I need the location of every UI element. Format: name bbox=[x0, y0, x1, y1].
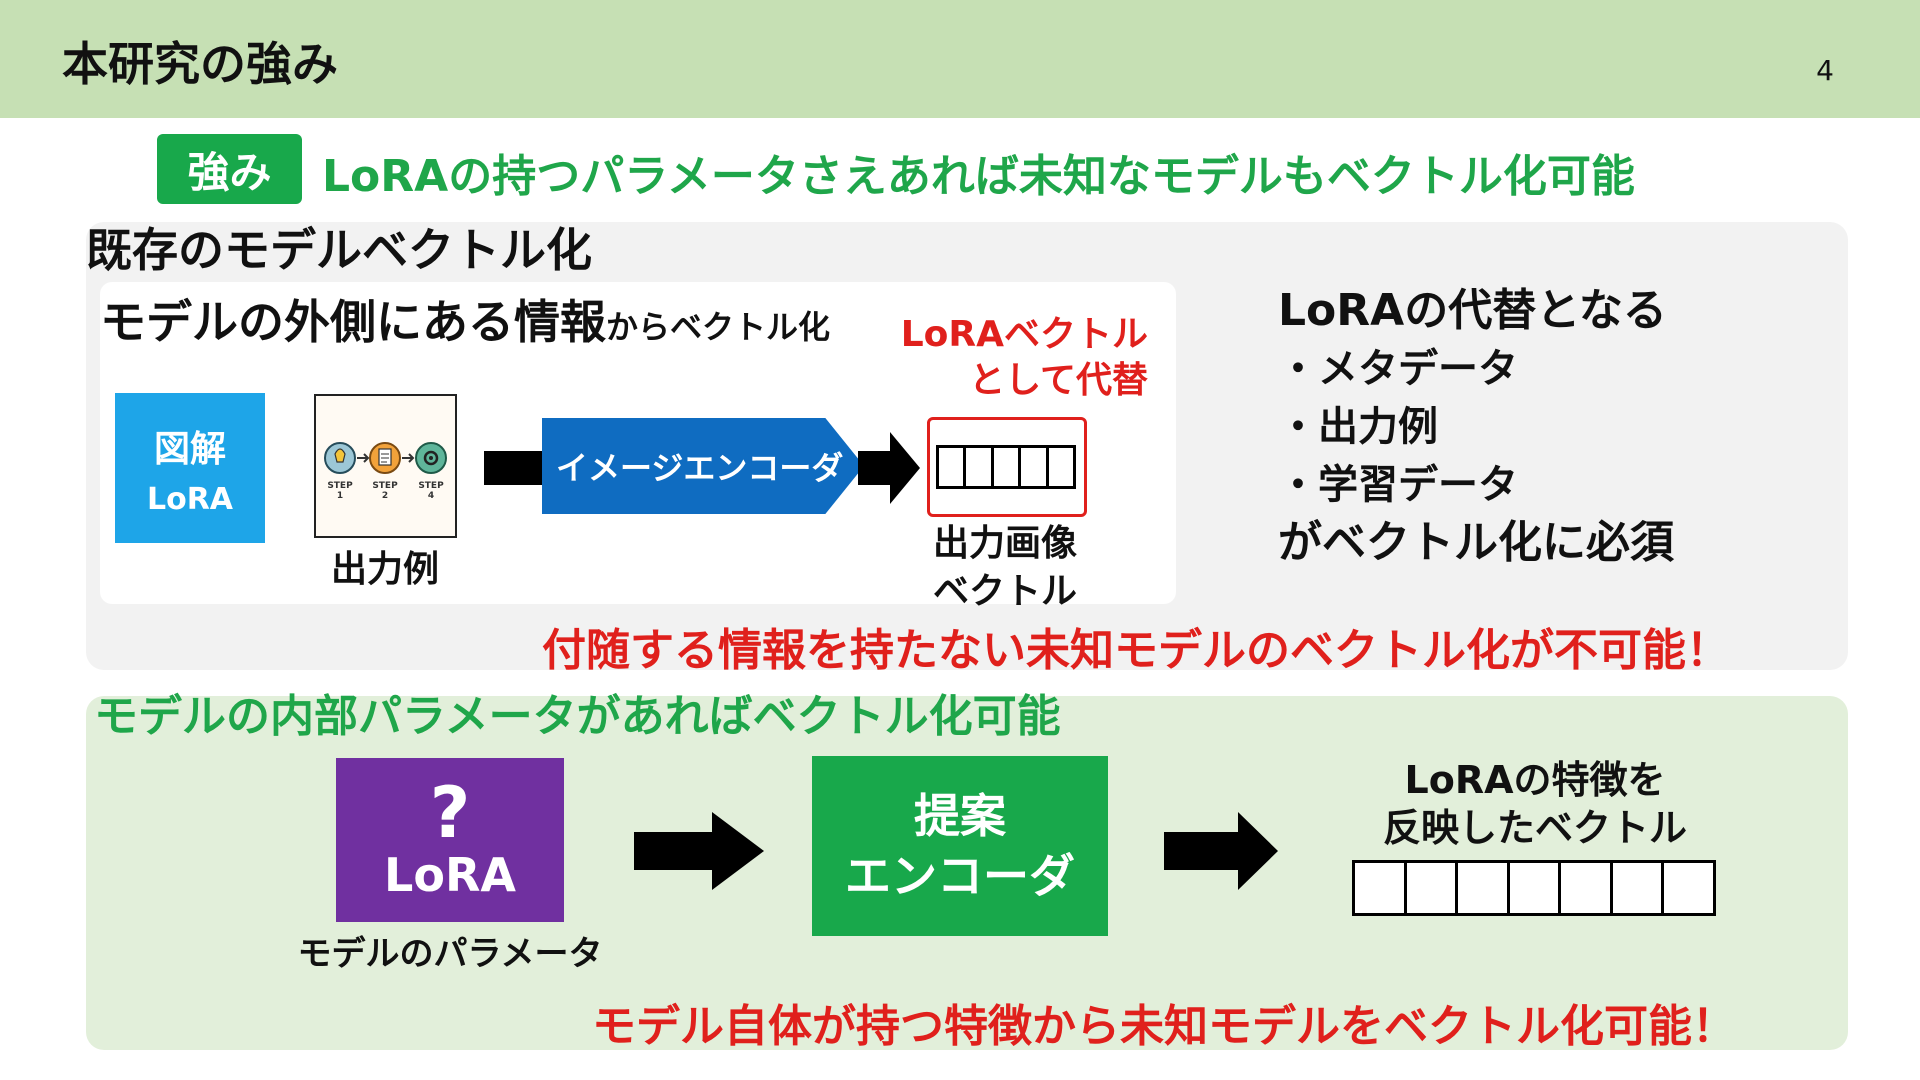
image-encoder-label: イメージエンコーダ bbox=[556, 449, 844, 487]
existing-diagram-title-suffix: からベクトル化 bbox=[606, 308, 831, 346]
right-arrow-icon bbox=[402, 453, 415, 463]
requirement-item: ・メタデータ bbox=[1278, 346, 1518, 392]
lora-substitute-line2: として代替 bbox=[969, 360, 1148, 401]
right-arrow-icon bbox=[357, 453, 370, 463]
output-vector-line2: ベクトル bbox=[932, 571, 1077, 612]
vector-cell bbox=[1352, 860, 1407, 916]
vector-cell bbox=[1609, 860, 1665, 916]
existing-diagram-title-main: モデルの外側にある情報 bbox=[100, 295, 606, 349]
step-number: 2 bbox=[382, 491, 388, 501]
vector-cell bbox=[1045, 445, 1077, 489]
lora-substitute-label: LoRAベクトル として代替 bbox=[888, 312, 1148, 404]
proposed-encoder-line2: エンコーダ bbox=[845, 849, 1075, 903]
requirement-item: ・出力例 bbox=[1278, 404, 1438, 450]
feature-vector-label: LoRAの特徴を 反映したベクトル bbox=[1340, 756, 1730, 852]
feature-vector-line2: 反映したベクトル bbox=[1382, 806, 1687, 850]
existing-diagram-title: モデルの外側にある情報からベクトル化 bbox=[100, 286, 830, 352]
feature-vector-line1: LoRAの特徴を bbox=[1404, 758, 1666, 802]
vector-cell bbox=[1455, 860, 1510, 916]
image-encoder-arrow: イメージエンコーダ bbox=[542, 418, 864, 514]
step-sequence-illustration: STEP 1 STEP 2 STEP 4 bbox=[324, 442, 447, 501]
vector-cell bbox=[990, 445, 1022, 489]
output-image-vector bbox=[936, 445, 1077, 489]
vector-cell bbox=[1661, 860, 1717, 916]
existing-warning: 付随する情報を持たない未知モデルのベクトル化が不可能！ bbox=[542, 625, 1730, 676]
diagram-lora-box-line1: 図解 bbox=[153, 428, 226, 470]
arrow-connector bbox=[634, 832, 716, 870]
step-label: STEP bbox=[372, 481, 398, 491]
proposal-conclusion: モデル自体が持つ特徴から未知モデルをベクトル化可能！ bbox=[592, 1001, 1736, 1052]
requirements-heading: LoRAの代替となる bbox=[1278, 285, 1667, 336]
requirements-list: LoRAの代替となる ・メタデータ ・出力例 ・学習データ がベクトル化に必須 bbox=[1278, 282, 1674, 572]
page-number: 4 bbox=[1816, 54, 1834, 87]
vector-cell bbox=[1018, 445, 1049, 489]
model-parameter-label: モデルのパラメータ bbox=[297, 934, 603, 974]
unknown-lora-box: ? LoRA bbox=[336, 758, 564, 922]
strength-badge: 強み bbox=[157, 134, 302, 204]
arrow-connector bbox=[1164, 832, 1242, 870]
output-vector-label: 出力画像 ベクトル bbox=[910, 520, 1100, 616]
arrow-connector bbox=[484, 451, 550, 485]
requirement-item: ・学習データ bbox=[1278, 462, 1518, 508]
vector-cell bbox=[1558, 860, 1613, 916]
proposed-encoder-line1: 提案 bbox=[914, 789, 1006, 843]
slide-title: 本研究の強み bbox=[62, 37, 338, 91]
question-mark-icon: ? bbox=[429, 772, 471, 854]
arrow-connector bbox=[858, 451, 894, 485]
lora-feature-vector bbox=[1352, 860, 1717, 916]
vector-cell bbox=[963, 445, 994, 489]
lora-substitute-line1: LoRAベクトル bbox=[900, 314, 1148, 355]
proposal-title: モデルの内部パラメータがあればベクトル化可能 bbox=[94, 691, 1061, 742]
vector-cell bbox=[1506, 860, 1562, 916]
requirements-footer: がベクトル化に必須 bbox=[1278, 517, 1674, 568]
step-label: STEP bbox=[327, 481, 353, 491]
output-vector-line1: 出力画像 bbox=[932, 523, 1077, 564]
output-example-label: 出力例 bbox=[330, 549, 439, 590]
step-label: STEP bbox=[418, 481, 444, 491]
diagram-lora-box: 図解 LoRA bbox=[115, 393, 265, 543]
strength-statement: LoRAの持つパラメータさえあれば未知なモデルもベクトル化可能 bbox=[322, 151, 1635, 202]
header-bar bbox=[0, 0, 1920, 118]
vector-cell bbox=[1403, 860, 1459, 916]
step-number: 4 bbox=[428, 491, 434, 501]
output-example-image: STEP 1 STEP 2 STEP 4 bbox=[314, 394, 457, 538]
diagram-lora-box-line2: LoRA bbox=[146, 481, 234, 517]
existing-method-title: 既存のモデルベクトル化 bbox=[86, 223, 592, 277]
unknown-lora-label: LoRA bbox=[384, 848, 516, 902]
step-number: 1 bbox=[337, 491, 343, 501]
vector-cell bbox=[936, 445, 967, 489]
proposed-encoder-box: 提案 エンコーダ bbox=[812, 756, 1108, 936]
